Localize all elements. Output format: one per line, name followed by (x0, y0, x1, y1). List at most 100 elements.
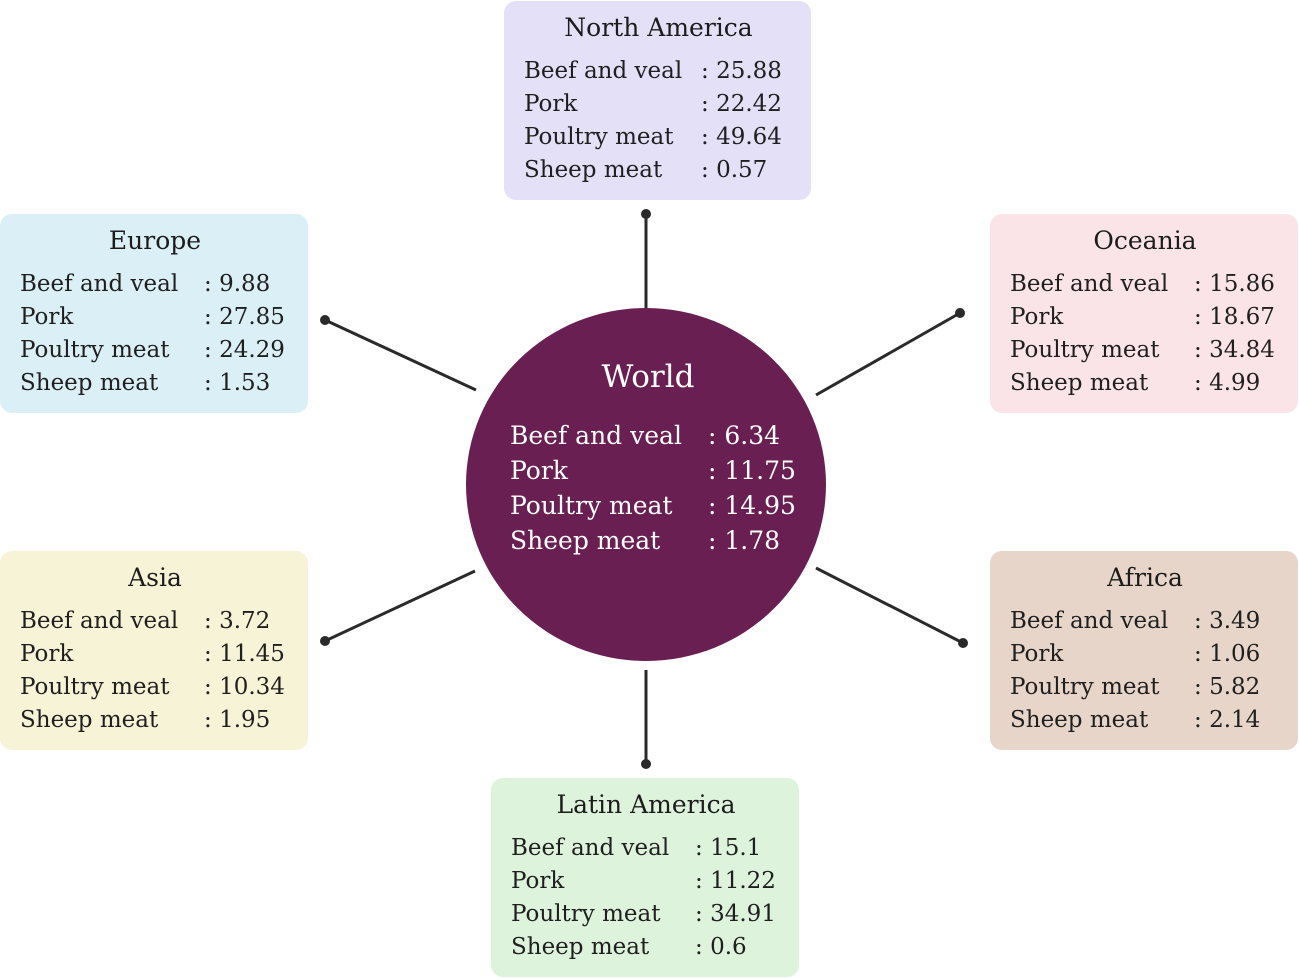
row-label: Sheep meat (20, 707, 159, 733)
region-title: Asia (128, 563, 182, 592)
region-row: Pork 11.45 (20, 638, 290, 671)
region-row: Beef and veal 15.86 (1010, 268, 1280, 301)
row-value: 3.72 (204, 605, 290, 638)
row-label: Sheep meat (511, 934, 650, 960)
region-row: Beef and veal 3.72 (20, 605, 290, 638)
region-row: Sheep meat1.95 (20, 704, 290, 737)
row-value: 11.22 (695, 865, 781, 898)
world-title: World (601, 359, 695, 395)
region-title: Africa (1107, 563, 1183, 592)
row-value: 25.88 (701, 55, 793, 88)
row-value: 27.85 (204, 301, 290, 334)
region-row: Poultry meat 24.29 (20, 334, 290, 367)
row-value: 18.67 (1194, 301, 1280, 334)
region-row: Poultry meat 5.82 (1010, 671, 1280, 704)
connector-africa (815, 566, 964, 645)
region-title: Oceania (1093, 226, 1197, 255)
region-row: Beef and veal 25.88 (524, 55, 793, 88)
row-label: Pork (524, 91, 578, 117)
row-label: Pork (510, 456, 568, 485)
region-asia: Asia Beef and veal 3.72 Pork 11.45 Poultry… (0, 551, 308, 750)
region-latin-america: Latin America Beef and veal 15.1 Pork 11.2… (491, 778, 799, 977)
region-title: Europe (108, 226, 202, 255)
row-value: 3.49 (1194, 605, 1280, 638)
region-row: Sheep meat 4.99 (1010, 367, 1280, 400)
row-label: Sheep meat (1010, 707, 1149, 733)
row-label: Beef and veal (1010, 608, 1169, 634)
row-value: 5.82 (1194, 671, 1280, 704)
row-value: 0.57 (701, 154, 793, 187)
connector-dot-oceania (955, 308, 965, 318)
world-row-sheep: Sheep meat 1.78 (510, 523, 786, 558)
region-row: Pork 11.22 (511, 865, 781, 898)
row-label: Pork (20, 641, 74, 667)
row-label: Poultry meat (510, 491, 673, 520)
row-label: Beef and veal (511, 835, 670, 861)
connector-dot-europe (320, 315, 330, 325)
row-value: 22.42 (701, 88, 793, 121)
row-value: 1.78 (708, 523, 786, 558)
row-label: Beef and veal (1010, 271, 1169, 297)
connector-dot-asia (320, 636, 330, 646)
region-row: Beef and veal 15.1 (511, 832, 781, 865)
row-label: Poultry meat (20, 674, 170, 700)
region-row: Sheep meat 0.6 (511, 931, 781, 964)
row-value: 15.86 (1194, 268, 1280, 301)
region-row: Sheep meat 1.53 (20, 367, 290, 400)
region-row: Pork1.06 (1010, 638, 1280, 671)
region-row: Pork 22.42 (524, 88, 793, 121)
row-value: 1.53 (204, 367, 290, 400)
row-label: Pork (20, 304, 74, 330)
region-oceania: Oceania Beef and veal 15.86 Pork 18.67 Pou… (990, 214, 1298, 413)
row-label: Sheep meat (1010, 370, 1149, 396)
row-label: Sheep meat (510, 526, 661, 555)
region-title: North America (564, 13, 753, 42)
row-value: 34.84 (1194, 334, 1280, 367)
world-row-poultry: Poultry meat 14.95 (510, 488, 796, 523)
row-label: Sheep meat (524, 157, 663, 183)
row-label: Poultry meat (511, 901, 661, 927)
row-value: 0.6 (695, 931, 781, 964)
region-row: Poultry meat 10.34 (20, 671, 290, 704)
row-label: Poultry meat (1010, 674, 1160, 700)
connector-europe (324, 318, 477, 392)
row-label: Beef and veal (510, 421, 682, 450)
region-row: Beef and veal 3.49 (1010, 605, 1280, 638)
region-row: Pork 27.85 (20, 301, 290, 334)
connector-dot-north-america (641, 209, 651, 219)
row-label: Sheep meat (20, 370, 159, 396)
region-row: Poultry meat34.91 (511, 898, 781, 931)
row-value: 2.14 (1194, 704, 1280, 737)
row-value: 49.64 (701, 121, 793, 154)
row-label: Poultry meat (1010, 337, 1160, 363)
row-value: 24.29 (204, 334, 290, 367)
row-value: 10.34 (204, 671, 290, 704)
row-value: 14.95 (708, 488, 796, 523)
row-value: 11.45 (204, 638, 290, 671)
row-value: 11.75 (708, 453, 796, 488)
row-value: 15.1 (695, 832, 781, 865)
row-label: Pork (1010, 304, 1064, 330)
row-label: Pork (511, 868, 565, 894)
region-europe: Europe Beef and veal9.88 Pork27.85 Poult… (0, 214, 308, 413)
world-row-beef: Beef and veal 6.34 (510, 418, 786, 453)
row-label: Poultry meat (20, 337, 170, 363)
region-row: Poultry meat49.64 (524, 121, 793, 154)
connector-dot-africa (958, 638, 968, 648)
row-value: 6.34 (708, 418, 786, 453)
region-row: Sheep meat 0.57 (524, 154, 793, 187)
row-label: Pork (1010, 641, 1064, 667)
region-row: Poultry meat 34.84 (1010, 334, 1280, 367)
world-node: World Beef and veal 6.34 Pork 11.75 Poul… (466, 308, 826, 661)
connector-dot-latin-america (641, 759, 651, 769)
row-label: Beef and veal (20, 271, 179, 297)
row-label: Beef and veal (20, 608, 179, 634)
region-north-america: North America Beef and veal 25.88 Pork 22.… (504, 1, 811, 200)
row-label: Beef and veal (524, 58, 683, 84)
region-title: Latin America (556, 790, 736, 819)
row-value: 4.99 (1194, 367, 1280, 400)
world-row-pork: Pork 11.75 (510, 453, 796, 488)
connector-asia (324, 569, 476, 643)
region-row: Sheep meat 2.14 (1010, 704, 1280, 737)
